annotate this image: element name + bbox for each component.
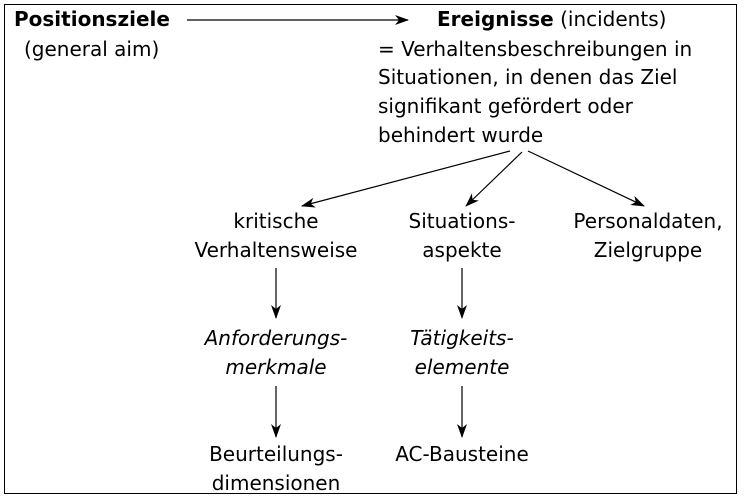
incidents-heading: Ereignisse (incidents)	[437, 4, 666, 34]
behavior-label-line-1: kritische	[233, 209, 319, 233]
requirements-label-line-2: merkmale	[225, 355, 327, 379]
arrow-incidents-to-behavior	[301, 150, 511, 208]
requirements-label-line-1: Anforderungs-	[204, 326, 348, 350]
arrow-incidents-to-personal	[527, 150, 645, 207]
incidents-line-3: signifikant gefördert oder	[378, 94, 633, 118]
diagram-frame	[4, 4, 737, 494]
arrow-incidents-to-situation	[465, 151, 523, 207]
situation-label-line-2: aspekte	[422, 238, 502, 262]
dimensions-label-line-2: dimensionen	[211, 471, 341, 495]
incidents-line-2: Situationen, in denen das Ziel	[378, 65, 678, 89]
incidents-line-1: = Verhaltensbeschreibungen in	[378, 37, 693, 61]
personal-label-line-1: Personaldaten,	[573, 209, 723, 233]
incidents-line-4: behindert wurde	[378, 123, 544, 147]
dimensions-label-line-1: Beurteilungs-	[209, 442, 343, 466]
behavior-label-line-2: Verhaltensweise	[194, 238, 358, 262]
task-elements-label-line-2: elemente	[414, 355, 510, 379]
task-elements-label-line-1: Tätigkeits-	[410, 326, 514, 350]
incidents-title-suffix: (incidents)	[560, 7, 667, 31]
personal-label-line-2: Zielgruppe	[593, 238, 703, 262]
goal-title: Positionsziele	[14, 7, 170, 31]
goal-subtitle: (general aim)	[24, 37, 160, 61]
incidents-title: Ereignisse	[437, 7, 554, 31]
situation-label-line-1: Situations-	[408, 209, 516, 233]
ac-modules-label: AC-Bausteine	[395, 442, 529, 466]
